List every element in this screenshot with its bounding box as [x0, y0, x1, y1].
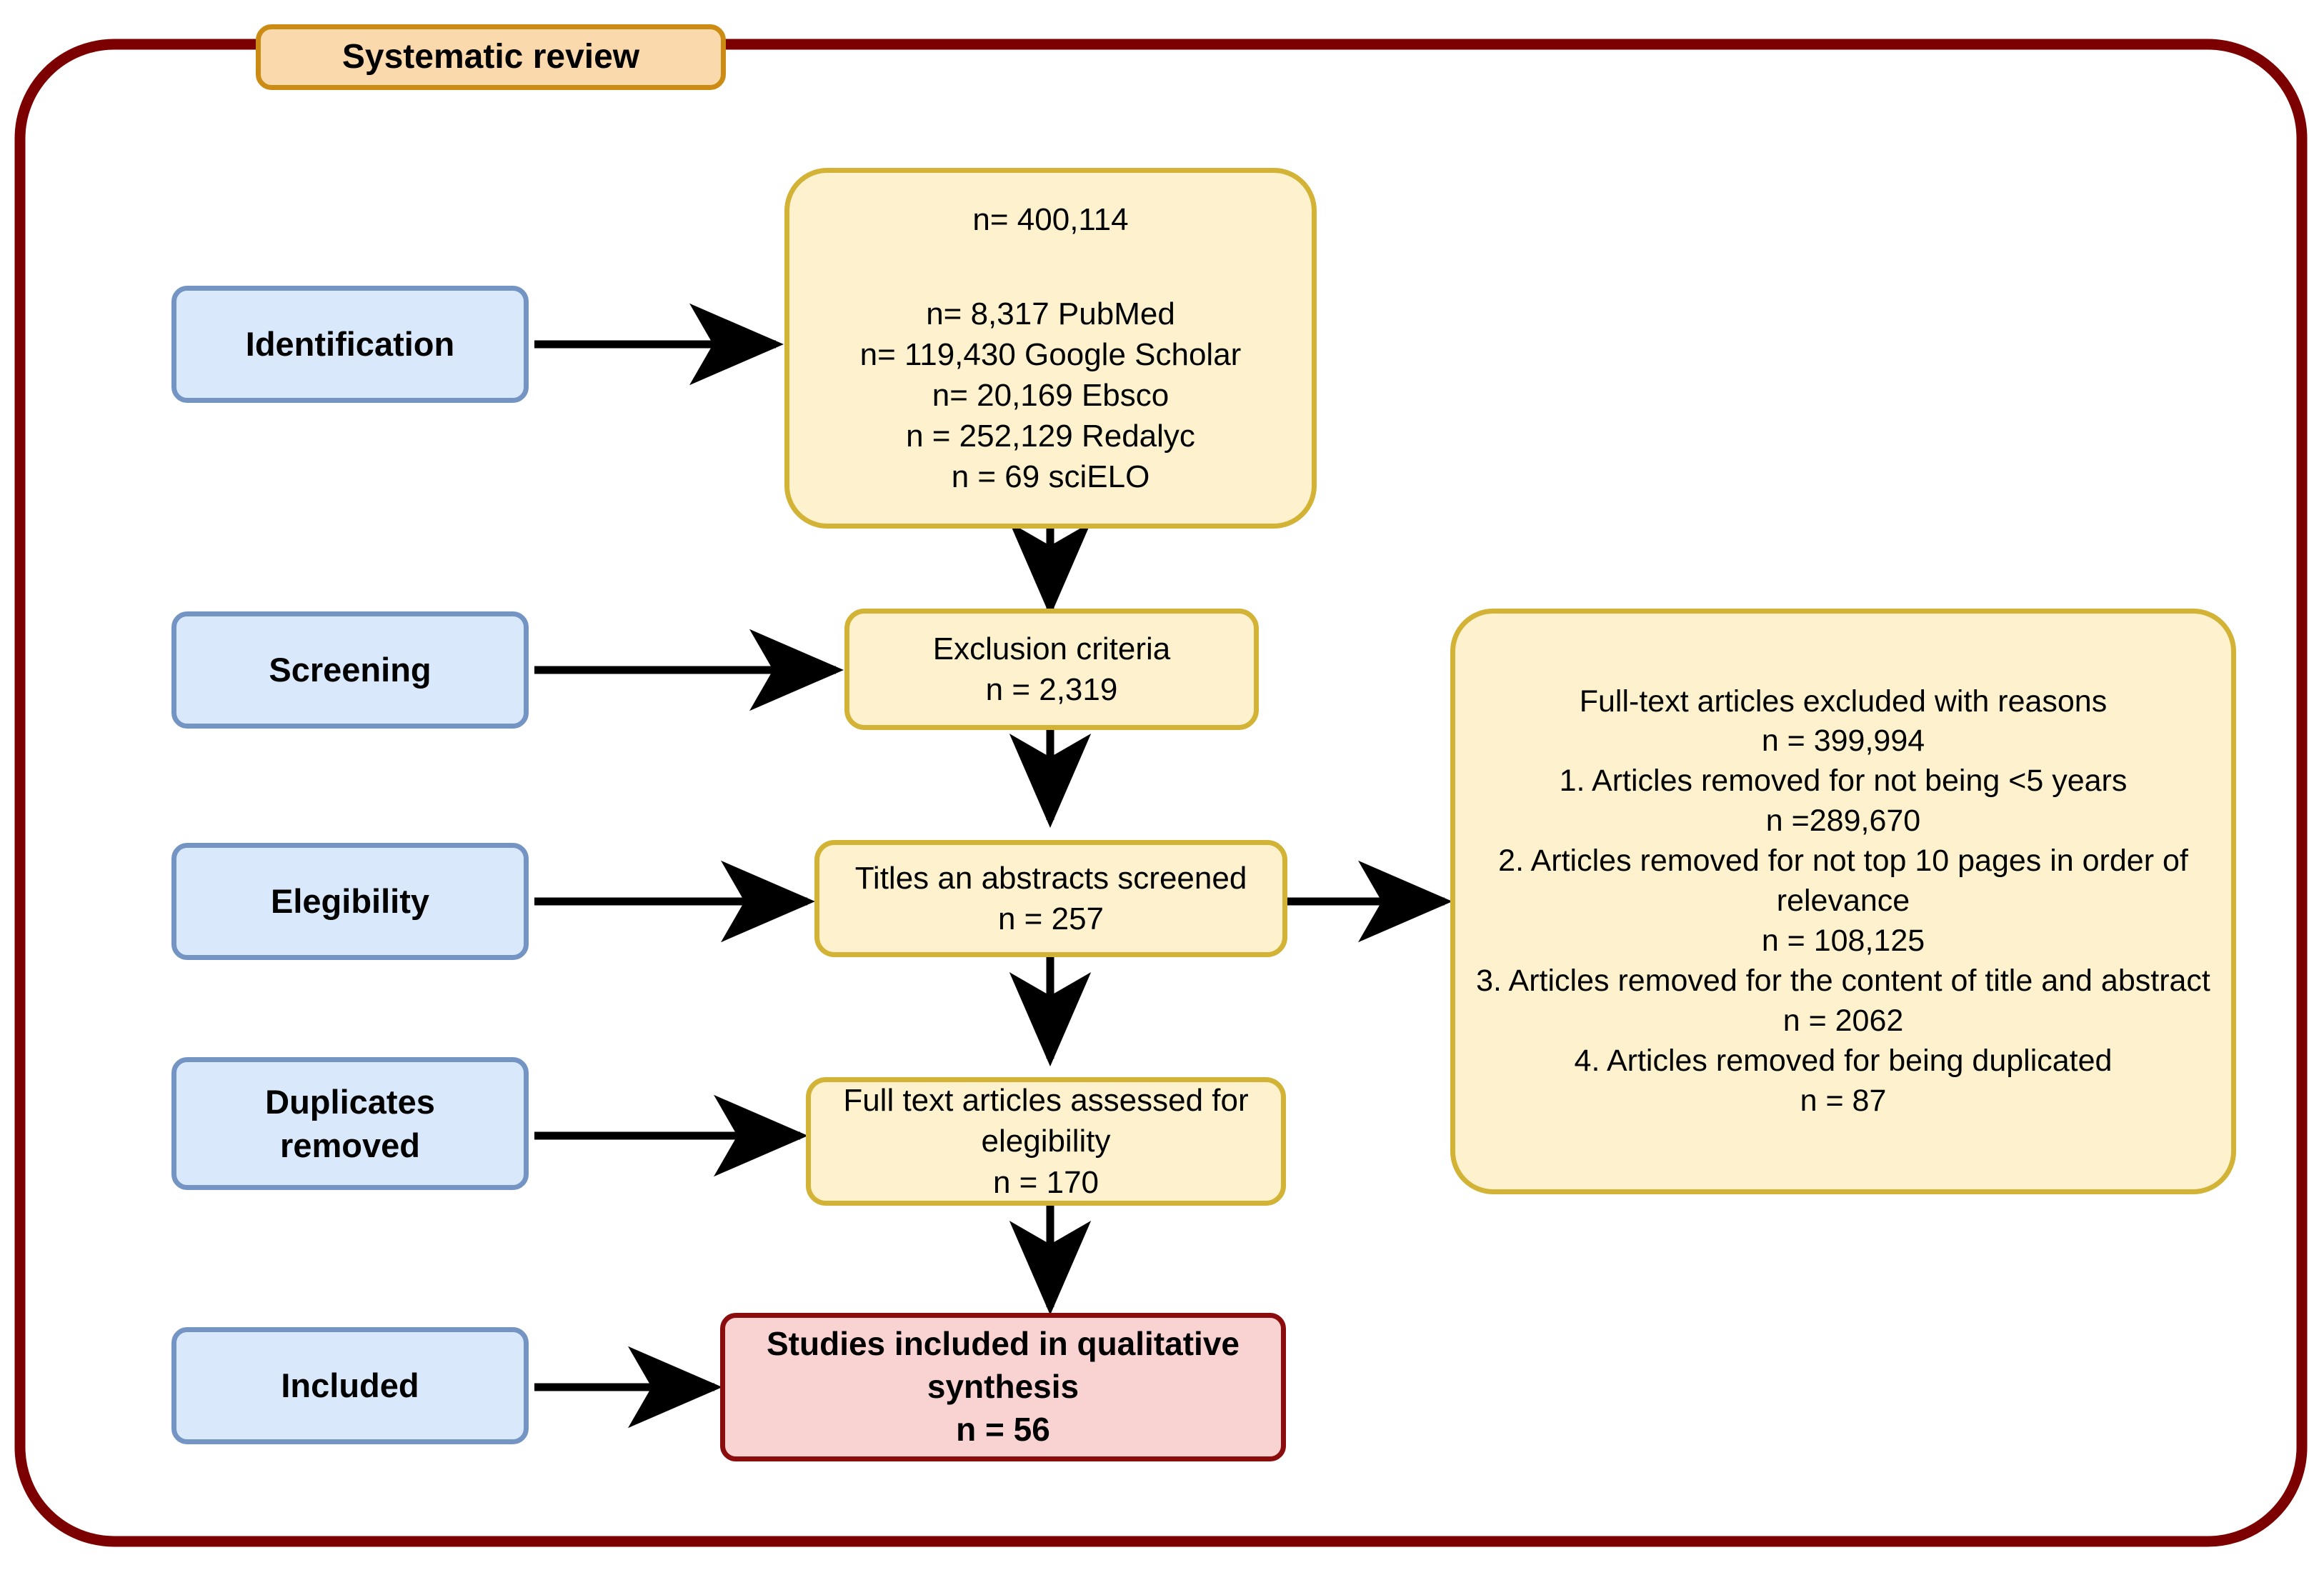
stage-label-elegibility: Elegibility	[271, 882, 429, 921]
excluded-reason-3-count: n = 2062	[1782, 1003, 1904, 1038]
excluded-reasons-box[interactable]: Full-text articles excluded with reasons…	[1450, 609, 2236, 1194]
sidebar-item-included[interactable]: Included	[171, 1327, 529, 1444]
elegibility-label: Titles an abstracts screened	[854, 860, 1247, 896]
identification-data-text: n= 400,114 n= 8,317 PubMed n= 119,430 Go…	[789, 199, 1312, 498]
duplicates-line-1: Duplicates	[265, 1082, 435, 1121]
excluded-total: n = 399,994	[1761, 724, 1925, 759]
excluded-reason-1-count: n =289,670	[1765, 804, 1921, 839]
diagram-title-box: Systematic review	[256, 24, 726, 90]
elegibility-data-box[interactable]: Titles an abstracts screened n = 257	[814, 840, 1287, 957]
source-pubmed: n= 8,317 PubMed	[926, 296, 1175, 331]
included-data-box[interactable]: Studies included in qualitative synthesi…	[720, 1313, 1286, 1461]
sidebar-item-identification[interactable]: Identification	[171, 286, 529, 403]
excluded-reason-3: 3. Articles removed for the content of t…	[1476, 963, 2210, 998]
screening-data-text: Exclusion criteria n = 2,319	[849, 629, 1254, 710]
excluded-reasons-text: Full-text articles excluded with reasons…	[1455, 682, 2231, 1121]
fulltext-data-box[interactable]: Full text articles assessed for elegibil…	[806, 1077, 1286, 1206]
page-title: Systematic review	[341, 37, 640, 76]
screening-label: Exclusion criteria	[932, 631, 1171, 666]
screening-data-box[interactable]: Exclusion criteria n = 2,319	[844, 609, 1259, 730]
sidebar-item-duplicates-removed[interactable]: Duplicates removed	[171, 1057, 529, 1190]
identification-total: n= 400,114	[972, 201, 1129, 237]
stage-label-included: Included	[281, 1366, 419, 1405]
excluded-heading: Full-text articles excluded with reasons	[1579, 684, 2108, 719]
stage-label-duplicates-removed: Duplicates removed	[176, 1080, 524, 1167]
screening-count: n = 2,319	[985, 672, 1118, 707]
source-scielo: n = 69 sciELO	[951, 459, 1150, 495]
sidebar-item-elegibility[interactable]: Elegibility	[171, 843, 529, 960]
sidebar-item-screening[interactable]: Screening	[171, 611, 529, 729]
elegibility-count: n = 257	[997, 901, 1104, 936]
excluded-reason-2: 2. Articles removed for not top 10 pages…	[1498, 844, 2188, 919]
source-google-scholar: n= 119,430 Google Scholar	[859, 336, 1242, 372]
fulltext-data-text: Full text articles assessed for elegibil…	[811, 1080, 1281, 1203]
fulltext-count: n = 170	[992, 1164, 1099, 1200]
fulltext-label-line2: elegibility	[981, 1124, 1111, 1159]
included-label-line1: Studies included in qualitative	[767, 1325, 1240, 1363]
excluded-reason-1: 1. Articles removed for not being <5 yea…	[1559, 764, 2128, 799]
source-redalyc: n = 252,129 Redalyc	[906, 419, 1195, 454]
excluded-reason-2-count: n = 108,125	[1761, 923, 1925, 958]
included-label-line2: synthesis	[927, 1368, 1079, 1406]
source-ebsco: n= 20,169 Ebsco	[932, 377, 1170, 413]
included-count: n = 56	[956, 1410, 1050, 1448]
duplicates-line-2: removed	[280, 1126, 420, 1164]
included-data-text: Studies included in qualitative synthesi…	[725, 1323, 1281, 1451]
excluded-reason-4-count: n = 87	[1800, 1083, 1887, 1118]
elegibility-data-text: Titles an abstracts screened n = 257	[819, 858, 1282, 939]
identification-data-box[interactable]: n= 400,114 n= 8,317 PubMed n= 119,430 Go…	[784, 168, 1317, 529]
excluded-reason-4: 4. Articles removed for being duplicated	[1574, 1043, 2113, 1078]
fulltext-label-line1: Full text articles assessed for	[843, 1083, 1249, 1119]
stage-label-identification: Identification	[245, 325, 455, 364]
stage-label-screening: Screening	[269, 651, 432, 689]
outer-frame	[14, 39, 2308, 1547]
